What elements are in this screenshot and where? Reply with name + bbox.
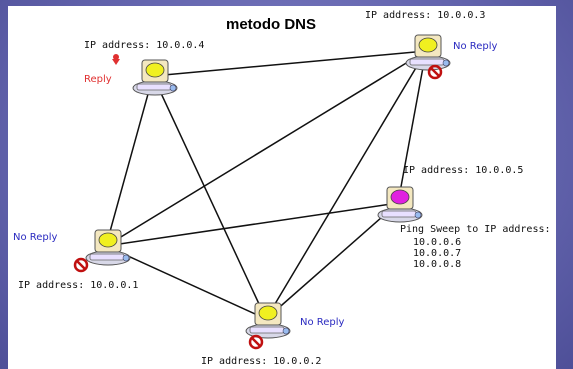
ip-label-host-5: IP address: 10.0.0.5 [403, 165, 524, 176]
status-label-host-3: No Reply [453, 41, 498, 52]
link-host-4-host-2 [152, 75, 267, 320]
network-links [105, 50, 427, 320]
diagram-canvas: metodo DNS IP address: 10.0.0.4 Reply IP… [8, 6, 556, 369]
ip-label-host-1: IP address: 10.0.0.1 [18, 280, 139, 291]
link-host-3-host-1 [105, 50, 427, 247]
no-entry-icon [248, 334, 264, 350]
computer-icon [245, 302, 291, 339]
ping-target: 10.0.0.8 [413, 259, 462, 270]
pin-icon [112, 54, 120, 65]
network-nodes [73, 34, 451, 350]
ip-label-host-3: IP address: 10.0.0.3 [365, 10, 486, 21]
link-host-3-host-2 [265, 50, 427, 320]
link-host-4-host-1 [105, 75, 154, 247]
diagram-title: metodo DNS [226, 16, 316, 33]
link-host-3-host-5 [397, 50, 427, 204]
ip-label-host-2: IP address: 10.0.0.2 [201, 356, 322, 367]
status-label-host-4: Reply [84, 74, 112, 85]
ping-target: 10.0.0.6 [413, 237, 462, 248]
computer-icon [132, 59, 178, 96]
ping-target: 10.0.0.7 [413, 248, 462, 259]
link-host-1-host-2 [105, 245, 267, 320]
ping-sweep-targets: 10.0.0.6 10.0.0.7 10.0.0.8 [401, 237, 461, 270]
ping-sweep-heading: Ping Sweep to IP address: [400, 224, 551, 235]
no-entry-icon [73, 257, 89, 273]
no-entry-icon [427, 64, 443, 80]
status-label-host-1: No Reply [13, 232, 58, 243]
network-diagram [73, 34, 451, 350]
link-host-5-host-2 [265, 202, 399, 320]
link-host-1-host-5 [105, 202, 399, 247]
status-label-host-2: No Reply [300, 317, 345, 328]
ip-label-host-4: IP address: 10.0.0.4 [84, 40, 205, 51]
link-host-4-host-3 [152, 50, 427, 77]
computer-icon [85, 229, 131, 266]
computer-icon [377, 186, 423, 223]
